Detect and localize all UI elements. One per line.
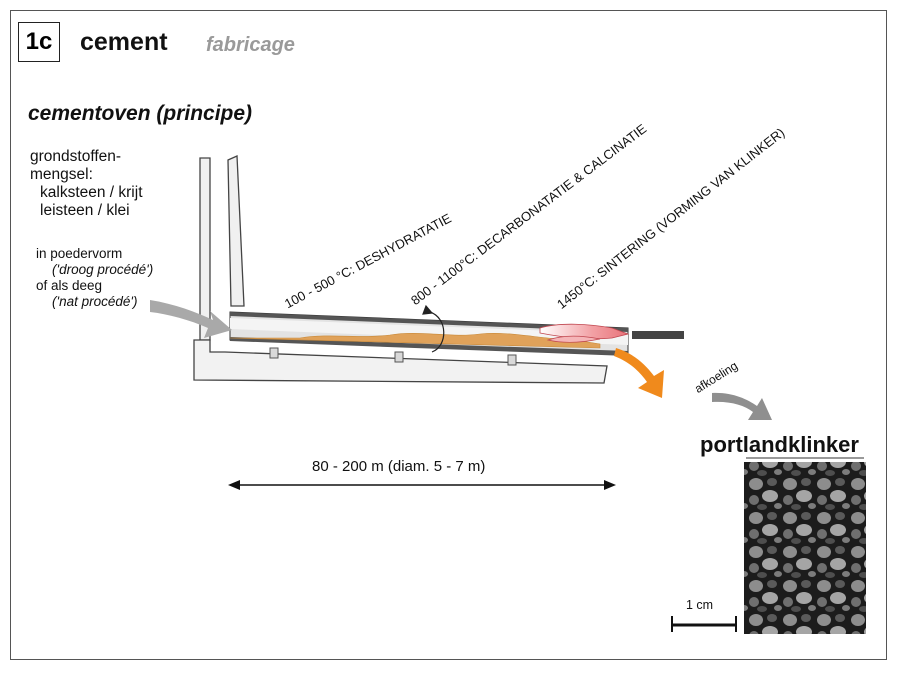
raw-material-line-3: kalksteen / krijt (40, 184, 143, 201)
feed-arrow (150, 300, 232, 338)
page-subtitle: fabricage (206, 34, 295, 56)
burner-pipe (632, 331, 684, 339)
raw-material-line-1: grondstoffen- (30, 148, 122, 165)
scale-label: 1 cm (686, 598, 714, 612)
cooling-arrow (712, 392, 772, 420)
feed-form-line-2: ('droog procédé') (52, 262, 154, 277)
length-dimension-arrow (228, 480, 616, 490)
figure-badge: 1c (18, 22, 60, 62)
clinker-outflow-arrow (614, 348, 664, 398)
section-title: cementoven (principe) (28, 102, 253, 125)
clinker-photo (744, 457, 866, 634)
preheater-tower-left (199, 157, 211, 341)
figure-frame (10, 10, 887, 660)
length-label: 80 - 200 m (diam. 5 - 7 m) (312, 458, 486, 475)
preheater-tower-right (227, 155, 245, 307)
product-label: portlandklinker (700, 432, 859, 457)
raw-material-line-4: leisteen / klei (40, 202, 130, 219)
feed-form-line-4: ('nat procédé') (52, 294, 138, 309)
feed-form-line-1: in poedervorm (36, 246, 123, 261)
rotation-arrow (422, 304, 445, 353)
kiln-foundation (193, 339, 608, 384)
flame (539, 323, 630, 343)
scale-bar (671, 616, 737, 632)
page-title: cement (80, 28, 168, 56)
raw-material-line-2: mengsel: (30, 166, 93, 183)
feed-form-line-3: of als deeg (36, 278, 103, 293)
